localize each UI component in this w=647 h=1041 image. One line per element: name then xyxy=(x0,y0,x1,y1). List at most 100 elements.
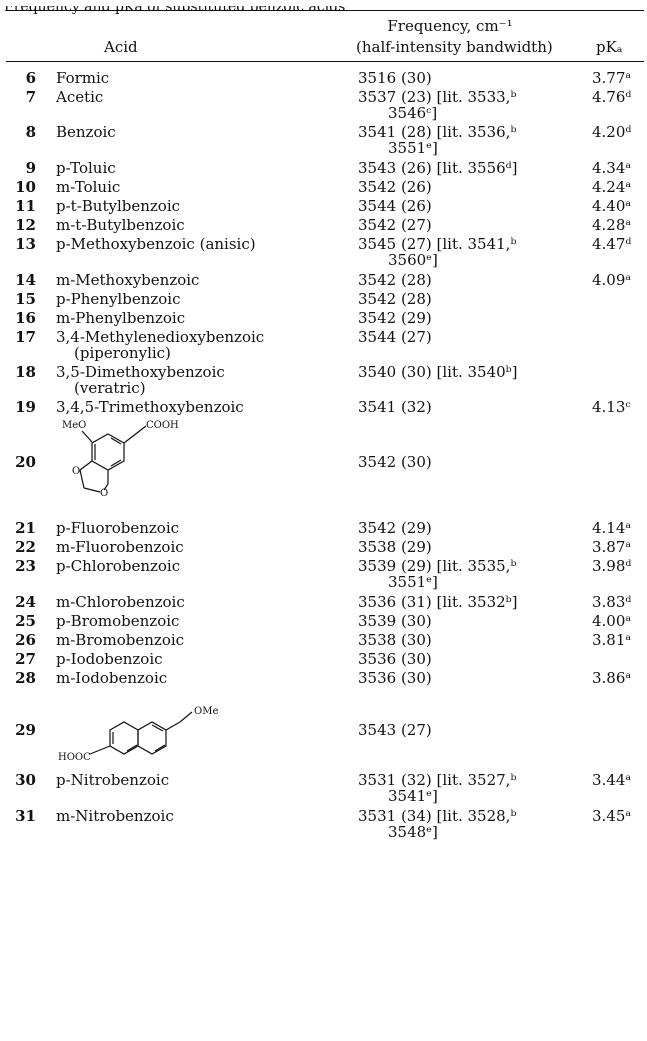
frequency: 3541 (32) xyxy=(358,398,432,416)
frequency: 3538 (30) xyxy=(358,631,432,649)
frequency: 3539 (30) xyxy=(358,612,432,630)
acid-name: 3,4-Methylenedioxybenzoic xyxy=(56,328,265,346)
frequency-continued: 3541ᵉ] xyxy=(388,787,438,805)
pka-value: 4.09ᵃ xyxy=(592,271,632,289)
row-number: 8 xyxy=(25,123,36,141)
frequency: 3545 (27) [lit. 3541,ᵇ xyxy=(358,235,517,253)
acid-name: 3,5-Dimethoxybenzoic xyxy=(56,363,225,381)
column-header-bandwidth: (half-intensity bandwidth) xyxy=(356,38,553,56)
pka-value: 4.13ᶜ xyxy=(592,398,631,416)
acid-name: m-Bromobenzoic xyxy=(56,631,185,649)
acid-name: p-Toluic xyxy=(56,159,116,177)
row-number: 9 xyxy=(25,159,36,177)
acid-name-continued: (piperonylic) xyxy=(74,344,171,362)
frequency-continued: 3551ᵉ] xyxy=(388,573,438,591)
acid-name: p-Iodobenzoic xyxy=(56,650,163,668)
acid-name: p-Nitrobenzoic xyxy=(56,771,170,789)
row-number: 14 xyxy=(15,271,36,289)
column-header-frequency: Frequency, cm⁻¹ xyxy=(387,17,513,35)
pka-value: 4.28ᵃ xyxy=(592,216,632,234)
frequency: 3536 (31) [lit. 3532ᵇ] xyxy=(358,593,518,611)
pka-value: 4.20ᵈ xyxy=(592,123,632,141)
row-number: 17 xyxy=(15,328,36,346)
svg-text:O: O xyxy=(100,488,108,499)
table-row: OMe HOOC 29 3543 (27) xyxy=(0,700,647,770)
row-number: 24 xyxy=(15,593,36,611)
row-number: 18 xyxy=(15,363,36,381)
acid-name: m-Nitrobenzoic xyxy=(56,807,174,825)
frequency: 3542 (29) xyxy=(358,309,432,327)
row-number: 10 xyxy=(15,178,36,196)
frequency: 3542 (27) xyxy=(358,216,432,234)
frequency-continued: 3548ᵉ] xyxy=(388,823,438,841)
acid-name: m-Fluorobenzoic xyxy=(56,538,184,556)
frequency: 3531 (32) [lit. 3527,ᵇ xyxy=(358,771,517,789)
row-number: 26 xyxy=(15,631,36,649)
frequency-continued: 3546ᶜ] xyxy=(388,104,438,122)
frequency: 3539 (29) [lit. 3535,ᵇ xyxy=(358,557,517,575)
frequency: 3531 (34) [lit. 3528,ᵇ xyxy=(358,807,517,825)
frequency: 3540 (30) [lit. 3540ᵇ] xyxy=(358,363,518,381)
acid-name: m-Chlorobenzoic xyxy=(56,593,185,611)
clipped-header-line: Frequency and pKa of substituted benzoic… xyxy=(4,0,346,15)
pka-value: 3.98ᵈ xyxy=(592,557,632,575)
pka-value: 3.81ᵃ xyxy=(592,631,632,649)
frequency: 3542 (29) xyxy=(358,519,432,537)
frequency: 3541 (28) [lit. 3536,ᵇ xyxy=(358,123,517,141)
row-number: 22 xyxy=(15,538,36,556)
structure-label-ome: OMe xyxy=(194,706,218,717)
row-number: 31 xyxy=(15,807,36,825)
row-number: 15 xyxy=(15,290,36,308)
column-header-acid: Acid xyxy=(104,38,138,56)
frequency: 3516 (30) xyxy=(358,69,432,87)
row-number: 25 xyxy=(15,612,36,630)
row-number: 29 xyxy=(15,721,36,739)
acid-name: p-Phenylbenzoic xyxy=(56,290,181,308)
table-row: MeO COOH O O 20 3542 (30) xyxy=(0,416,647,516)
row-number: 12 xyxy=(15,216,36,234)
row-number: 16 xyxy=(15,309,36,327)
svg-text:O: O xyxy=(72,466,80,477)
frequency-continued: 3560ᵉ] xyxy=(388,251,438,269)
top-rule xyxy=(6,10,644,11)
acid-name: p-Bromobenzoic xyxy=(56,612,180,630)
pka-value: 3.44ᵃ xyxy=(592,771,632,789)
acid-name: p-t-Butylbenzoic xyxy=(56,197,181,215)
frequency: 3542 (30) xyxy=(358,453,432,471)
frequency: 3542 (28) xyxy=(358,290,432,308)
pka-value: 3.83ᵈ xyxy=(592,593,632,611)
methoxy-methylenedioxy-benzoic-structure: MeO COOH O O xyxy=(62,420,179,499)
frequency: 3536 (30) xyxy=(358,650,432,668)
frequency: 3536 (30) xyxy=(358,669,432,687)
acid-name: m-Toluic xyxy=(56,178,121,196)
acid-name: p-Chlorobenzoic xyxy=(56,557,181,575)
pka-value: 4.34ᵃ xyxy=(592,159,632,177)
pka-value: 3.87ᵃ xyxy=(592,538,632,556)
pka-value: 3.77ᵃ xyxy=(592,69,632,87)
acid-name-continued: (veratric) xyxy=(74,379,146,397)
frequency: 3544 (26) xyxy=(358,197,432,215)
pka-value: 4.47ᵈ xyxy=(592,235,632,253)
row-number: 28 xyxy=(15,669,36,687)
methoxy-naphthoic-structure: OMe HOOC xyxy=(58,706,218,763)
acid-name: Formic xyxy=(56,69,110,87)
acid-name: 3,4,5-Trimethoxybenzoic xyxy=(56,398,244,416)
frequency: 3537 (23) [lit. 3533,ᵇ xyxy=(358,88,517,106)
pka-value: 4.24ᵃ xyxy=(592,178,632,196)
row-number: 21 xyxy=(15,519,36,537)
frequency-continued: 3551ᵉ] xyxy=(388,139,438,157)
frequency: 3538 (29) xyxy=(358,538,432,556)
frequency: 3544 (27) xyxy=(358,328,432,346)
row-number: 30 xyxy=(15,771,36,789)
structure-label-cooh: COOH xyxy=(146,420,179,431)
frequency: 3543 (26) [lit. 3556ᵈ] xyxy=(358,159,518,177)
pka-value: 4.00ᵃ xyxy=(592,612,632,630)
acid-name: m-Phenylbenzoic xyxy=(56,309,186,327)
acid-name: Benzoic xyxy=(56,123,116,141)
row-number: 27 xyxy=(15,650,36,668)
frequency: 3542 (26) xyxy=(358,178,432,196)
row-number: 23 xyxy=(15,557,36,575)
pka-value: 4.76ᵈ xyxy=(592,88,632,106)
pka-value: 4.14ᵃ xyxy=(592,519,632,537)
